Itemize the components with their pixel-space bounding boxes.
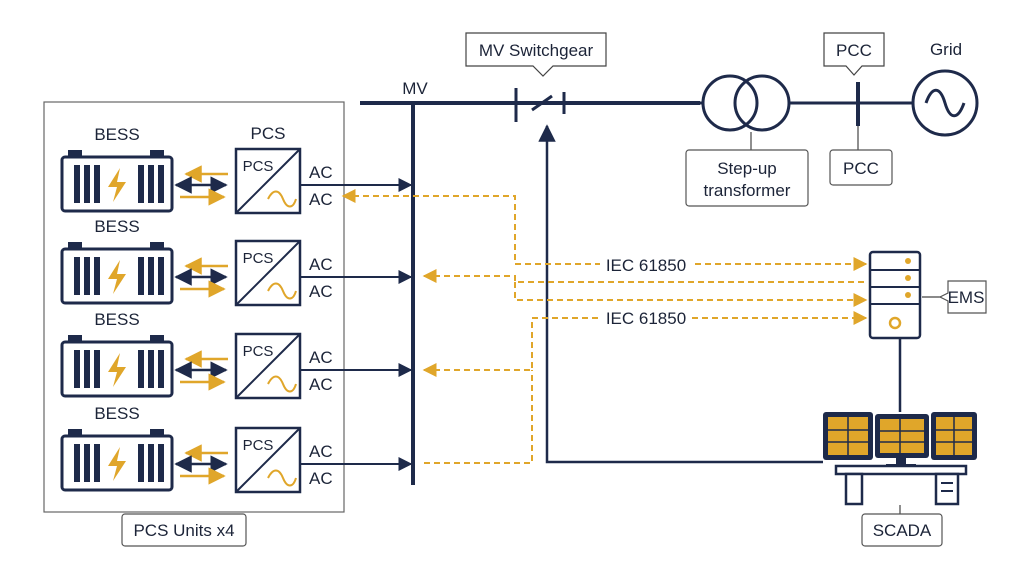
ac-label: AC xyxy=(309,190,333,209)
unit-row: BESS PCS AC AC xyxy=(60,217,413,307)
scada-label: SCADA xyxy=(873,521,932,540)
unit-row: BESS PCS PCS AC AC xyxy=(60,124,413,215)
battery-icon xyxy=(60,242,174,305)
ems-label-box xyxy=(938,280,987,314)
grid-ac-source-icon xyxy=(911,69,979,137)
switchgear-label: MV Switchgear xyxy=(479,41,594,60)
pcs-group-label-box xyxy=(121,513,247,547)
pcs-inverter-icon: PCS xyxy=(234,239,302,307)
bess-label: BESS xyxy=(94,404,139,423)
scada-workstation-icon xyxy=(823,412,977,506)
transformer-label-line2: transformer xyxy=(704,181,791,200)
iec-label-2: IEC 61850 xyxy=(606,309,686,328)
pcs-header-label: PCS xyxy=(251,124,286,143)
pcc-bottom-box xyxy=(829,149,893,186)
ac-label: AC xyxy=(309,282,333,301)
battery-icon xyxy=(60,429,174,492)
pcs-inverter-icon: PCS xyxy=(234,147,302,215)
pcs-box-label: PCS xyxy=(243,250,274,267)
ac-label: AC xyxy=(309,469,333,488)
pcs-inverter-icon: PCS xyxy=(234,426,302,494)
ems-server-icon xyxy=(868,250,922,340)
unit-row: BESS PCS AC AC xyxy=(60,310,413,400)
switchgear-callout: MV Switchgear xyxy=(465,32,607,77)
iec-label-1: IEC 61850 xyxy=(606,256,686,275)
grid-label: Grid xyxy=(930,40,962,59)
bess-label: BESS xyxy=(94,125,139,144)
pcs-group-frame xyxy=(43,101,345,513)
pcs-box-label: PCS xyxy=(243,158,274,175)
pcs-inverter-icon: PCS xyxy=(234,332,302,400)
ac-label: AC xyxy=(309,255,333,274)
battery-icon xyxy=(60,335,174,398)
pcs-box-label: PCS xyxy=(243,437,274,454)
pcc-top-callout: PCC xyxy=(823,32,885,76)
ac-label: AC xyxy=(309,442,333,461)
pcs-box-label: PCS xyxy=(243,343,274,360)
mv-bus-label: MV xyxy=(402,79,428,98)
ac-label: AC xyxy=(309,163,333,182)
ac-label: AC xyxy=(309,375,333,394)
ac-label: AC xyxy=(309,348,333,367)
pcc-bottom-label: PCC xyxy=(843,159,879,178)
battery-icon xyxy=(60,150,174,213)
bess-label: BESS xyxy=(94,217,139,236)
ems-label: EMS xyxy=(948,288,985,307)
unit-row: BESS PCS AC AC xyxy=(60,404,413,494)
scada-label-box xyxy=(861,513,943,547)
transformer-label-line1: Step-up xyxy=(717,159,777,178)
pcs-group-label: PCS Units x4 xyxy=(133,521,234,540)
pcc-top-label: PCC xyxy=(836,41,872,60)
step-up-transformer-icon xyxy=(701,74,791,132)
bess-label: BESS xyxy=(94,310,139,329)
